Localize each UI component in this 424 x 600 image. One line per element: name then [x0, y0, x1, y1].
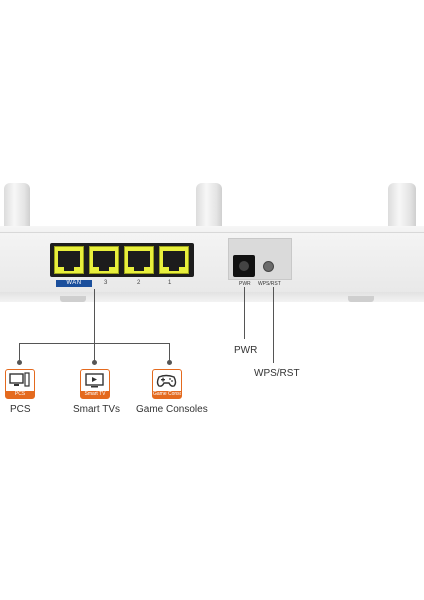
connector-dot [17, 360, 22, 365]
connector-line [273, 287, 274, 363]
lan-port-2 [124, 246, 154, 274]
router-foot [348, 296, 374, 302]
tv-box-label: Smart TV [81, 391, 109, 398]
connector-dot [92, 360, 97, 365]
connector-dot [167, 360, 172, 365]
tv-caption: Smart TVs [73, 404, 121, 415]
game-console-caption: Game Consoles [136, 404, 208, 415]
lan-port-3 [89, 246, 119, 274]
wps-rst-callout: WPS/RST [254, 368, 300, 379]
wan-port [54, 246, 84, 274]
pwr-callout: PWR [234, 345, 258, 356]
connector-line [94, 289, 95, 343]
power-jack [233, 255, 255, 277]
lan-port-1 [159, 246, 189, 274]
pc-device-box: PCS [5, 369, 35, 399]
lan-port-label: 1 [168, 280, 172, 286]
pwr-port-label: PWR [239, 281, 251, 287]
ethernet-port-panel [50, 243, 194, 277]
lan-port-label: 3 [104, 280, 108, 286]
wps-port-label: WPS/RST [258, 281, 281, 287]
router-bottom [0, 292, 424, 302]
gamepad-icon [156, 374, 177, 387]
game-console-device-box: Game Consoles [152, 369, 182, 399]
pc-icon [9, 372, 30, 387]
pc-caption: PCS [10, 404, 31, 415]
tv-device-box: Smart TV [80, 369, 110, 399]
connector-line [244, 287, 245, 339]
router-foot [60, 296, 86, 302]
connector-line [19, 343, 20, 363]
wan-label: WAN [56, 280, 92, 287]
connector-line [169, 343, 170, 363]
wps-reset-button [263, 261, 274, 272]
lan-port-label: 2 [137, 280, 141, 286]
connector-line [94, 343, 95, 363]
tv-icon [85, 373, 104, 388]
pc-box-label: PCS [6, 391, 34, 398]
game-console-box-label: Game Consoles [153, 391, 181, 398]
